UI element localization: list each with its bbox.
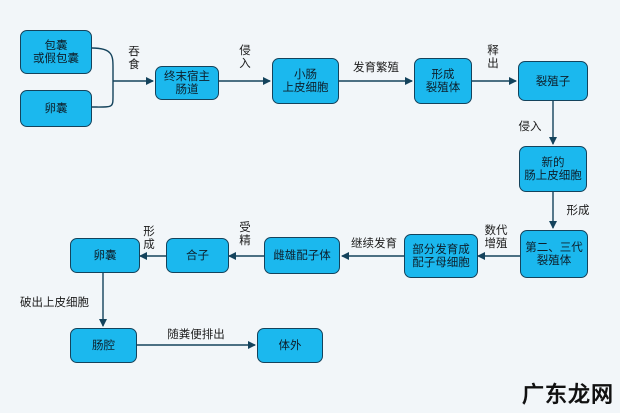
node-intestinal-epithelial: 小肠 上皮细胞 xyxy=(272,58,339,104)
node-cyst-or-pseudocyst: 包囊 或假包囊 xyxy=(20,30,92,74)
label-form-2: 形 成 xyxy=(143,224,155,251)
node-male-female-gamete: 雌雄配子体 xyxy=(264,237,340,274)
watermark-logo: 广东龙网 xyxy=(521,382,614,408)
label-excrete: 随粪便排出 xyxy=(167,327,225,341)
node-final-host-gut: 终末宿主 肠道 xyxy=(155,66,219,100)
bracket xyxy=(91,47,114,108)
node-new-epithelial: 新的 肠上皮细胞 xyxy=(519,146,587,192)
label-multiply: 数代 增殖 xyxy=(484,223,508,250)
node-oocyst-end: 卵囊 xyxy=(70,238,140,273)
label-invade-1: 侵 入 xyxy=(239,43,251,70)
node-merozoite: 裂殖子 xyxy=(518,61,588,101)
label-fertilize: 受 精 xyxy=(239,220,251,247)
node-schizont: 形成 裂殖体 xyxy=(414,58,472,104)
node-intestine-lumen: 肠腔 xyxy=(70,328,137,363)
label-swallow: 吞 食 xyxy=(128,44,140,71)
node-oocyst-start: 卵囊 xyxy=(20,90,92,127)
label-continue-develop: 继续发育 xyxy=(351,236,397,250)
label-invade-2: 侵入 xyxy=(518,119,542,133)
label-break-out: 破出上皮细胞 xyxy=(20,295,89,309)
label-develop-reproduce: 发育繁殖 xyxy=(353,60,399,74)
node-gametocyte: 部分发育成 配子母细胞 xyxy=(404,234,478,278)
node-outside-body: 体外 xyxy=(257,328,323,363)
node-zygote: 合子 xyxy=(166,238,229,273)
label-release: 释 出 xyxy=(487,43,499,70)
node-second-third-schizont: 第二、三代 裂殖体 xyxy=(520,230,588,278)
label-form-1: 形成 xyxy=(566,203,590,217)
